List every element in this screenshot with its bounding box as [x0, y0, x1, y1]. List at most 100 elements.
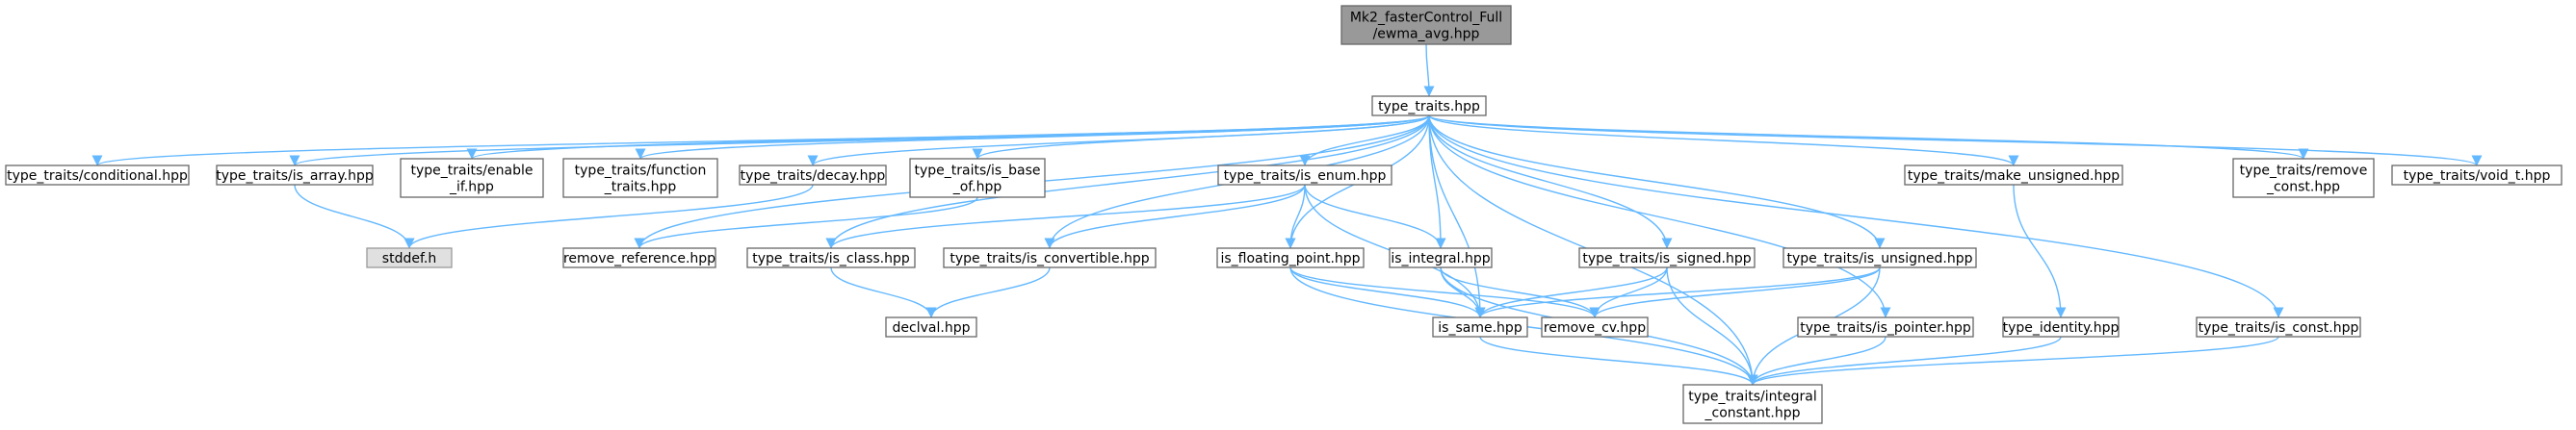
node-box — [1797, 316, 1974, 338]
edge-type-traits-to-void-t — [1428, 114, 2483, 166]
node-box — [1578, 247, 1756, 268]
node-box — [885, 316, 977, 338]
edge-is-signed-to-integral-constant — [1666, 266, 1758, 386]
edge-type-traits-to-function-traits — [635, 114, 1430, 160]
nodes-layer: Mk2_fasterControl_Full/ewma_avg.hpp type_… — [5, 5, 2563, 424]
node-type-identity[interactable]: type_identity.hpp — [2002, 316, 2120, 338]
node-void-t[interactable]: type_traits/void_t.hpp — [2391, 164, 2563, 186]
node-label: type_traits/is_pointer.hpp — [1800, 320, 1971, 336]
edge-type-traits-to-conditional — [91, 114, 1430, 166]
edge-is-enum-to-is-integral — [1304, 184, 1446, 249]
node-box — [2391, 164, 2563, 186]
edge-type-traits-to-is-unsigned — [1428, 114, 1886, 249]
node-is-same[interactable]: is_same.hpp — [1432, 316, 1528, 338]
node-box — [1541, 316, 1649, 338]
node-is-integral[interactable]: is_integral.hpp — [1389, 247, 1493, 268]
edge-type-traits-to-is-base-of — [972, 114, 1430, 160]
node-box — [943, 247, 1157, 268]
edge-is-same-to-integral-constant — [1479, 336, 1758, 386]
node-is-convertible[interactable]: type_traits/is_convertible.hpp — [943, 247, 1157, 268]
node-decay[interactable]: type_traits/decay.hpp — [739, 164, 887, 186]
edge-is-array-to-stddef — [294, 184, 415, 249]
node-box — [400, 158, 544, 198]
edge-type-traits-to-remove-const — [1428, 114, 2309, 160]
edge-type-traits-to-is-class — [825, 114, 1430, 249]
edge-is-class-to-declval — [830, 266, 937, 318]
node-remove-cv[interactable]: remove_cv.hpp — [1541, 316, 1649, 338]
edge-type-traits-to-is-enum — [1299, 114, 1430, 166]
edge-is-signed-to-is-same — [1474, 266, 1668, 318]
edge-is-integral-to-remove-cv — [1440, 266, 1600, 318]
node-label: type_traits/is_unsigned.hpp — [1787, 251, 1973, 266]
node-is-const[interactable]: type_traits/is_const.hpp — [2196, 316, 2361, 338]
node-label: _if.hpp — [449, 180, 494, 195]
node-label: type_traits/integral — [1688, 390, 1816, 405]
edge-root-to-type-traits — [1423, 43, 1435, 97]
edge-type-traits-to-is-same — [1428, 114, 1486, 318]
node-is-class[interactable]: type_traits/is_class.hpp — [746, 247, 916, 268]
node-box — [739, 164, 887, 186]
node-conditional[interactable]: type_traits/conditional.hpp — [5, 164, 190, 186]
node-label: type_traits/void_t.hpp — [2404, 168, 2551, 184]
edge-is-enum-to-is-convertible — [1044, 184, 1306, 249]
node-label: is_same.hpp — [1438, 320, 1522, 336]
node-is-signed[interactable]: type_traits/is_signed.hpp — [1578, 247, 1756, 268]
node-is-array[interactable]: type_traits/is_array.hpp — [216, 164, 374, 186]
edge-decay-to-stddef — [403, 184, 814, 249]
node-label: type_identity.hpp — [2003, 320, 2120, 336]
node-label: type_traits/remove — [2240, 164, 2368, 179]
node-remove-const[interactable]: type_traits/remove_const.hpp — [2232, 158, 2375, 198]
edge-is-floating-point-to-is-same — [1289, 266, 1486, 318]
node-label: type_traits/function — [575, 164, 707, 179]
node-label: is_integral.hpp — [1391, 251, 1490, 266]
node-type-traits[interactable]: type_traits.hpp — [1371, 95, 1487, 116]
edge-is-unsigned-to-remove-cv — [1589, 266, 1881, 318]
node-box — [1904, 164, 2123, 186]
node-label: type_traits/is_class.hpp — [752, 251, 910, 266]
node-label: type_traits/is_array.hpp — [216, 168, 374, 184]
node-label: _constant.hpp — [1704, 406, 1801, 421]
edge-is-floating-point-to-remove-cv — [1289, 266, 1600, 318]
node-box — [1371, 95, 1487, 116]
edge-type-traits-to-is-array — [289, 114, 1430, 166]
node-box — [1782, 247, 1977, 268]
node-box — [1432, 316, 1528, 338]
edge-type-traits-to-enable-if — [466, 114, 1430, 160]
node-integral-constant[interactable]: type_traits/integral_constant.hpp — [1682, 384, 1823, 424]
edge-type-identity-to-integral-constant — [1747, 336, 2062, 386]
node-is-base-of[interactable]: type_traits/is_base_of.hpp — [909, 158, 1046, 198]
node-label: _const.hpp — [2266, 180, 2340, 195]
edges-layer — [91, 43, 2483, 386]
edge-is-enum-to-is-class — [825, 184, 1306, 249]
node-label: type_traits/is_base — [914, 164, 1040, 179]
node-box — [1682, 384, 1823, 424]
node-label: type_traits/make_unsigned.hpp — [1908, 168, 2120, 184]
node-box — [2196, 316, 2361, 338]
node-stddef[interactable]: stddef.h — [366, 247, 453, 268]
node-root[interactable]: Mk2_fasterControl_Full/ewma_avg.hpp — [1340, 5, 1512, 45]
node-box — [909, 158, 1046, 198]
node-enable-if[interactable]: type_traits/enable_if.hpp — [400, 158, 544, 198]
node-box — [2002, 316, 2120, 338]
node-box — [1389, 247, 1493, 268]
node-function-traits[interactable]: type_traits/function_traits.hpp — [562, 158, 718, 198]
node-label: /ewma_avg.hpp — [1373, 27, 1480, 42]
node-is-unsigned[interactable]: type_traits/is_unsigned.hpp — [1782, 247, 1977, 268]
node-box — [5, 164, 190, 186]
node-label: declval.hpp — [893, 320, 971, 336]
node-label: remove_cv.hpp — [1544, 320, 1646, 336]
node-is-floating-point[interactable]: is_floating_point.hpp — [1216, 247, 1365, 268]
node-label: type_traits/decay.hpp — [741, 168, 886, 184]
node-box — [746, 247, 916, 268]
node-box — [1216, 247, 1365, 268]
node-label: Mk2_fasterControl_Full — [1350, 11, 1502, 26]
node-declval[interactable]: declval.hpp — [885, 316, 977, 338]
node-label: type_traits/is_convertible.hpp — [950, 251, 1149, 266]
node-label: _traits.hpp — [604, 180, 677, 195]
node-is-pointer[interactable]: type_traits/is_pointer.hpp — [1797, 316, 1974, 338]
edge-is-unsigned-to-is-same — [1474, 266, 1881, 318]
node-make-unsigned[interactable]: type_traits/make_unsigned.hpp — [1904, 164, 2123, 186]
node-is-enum[interactable]: type_traits/is_enum.hpp — [1217, 164, 1392, 186]
node-remove-reference[interactable]: remove_reference.hpp — [562, 247, 716, 268]
